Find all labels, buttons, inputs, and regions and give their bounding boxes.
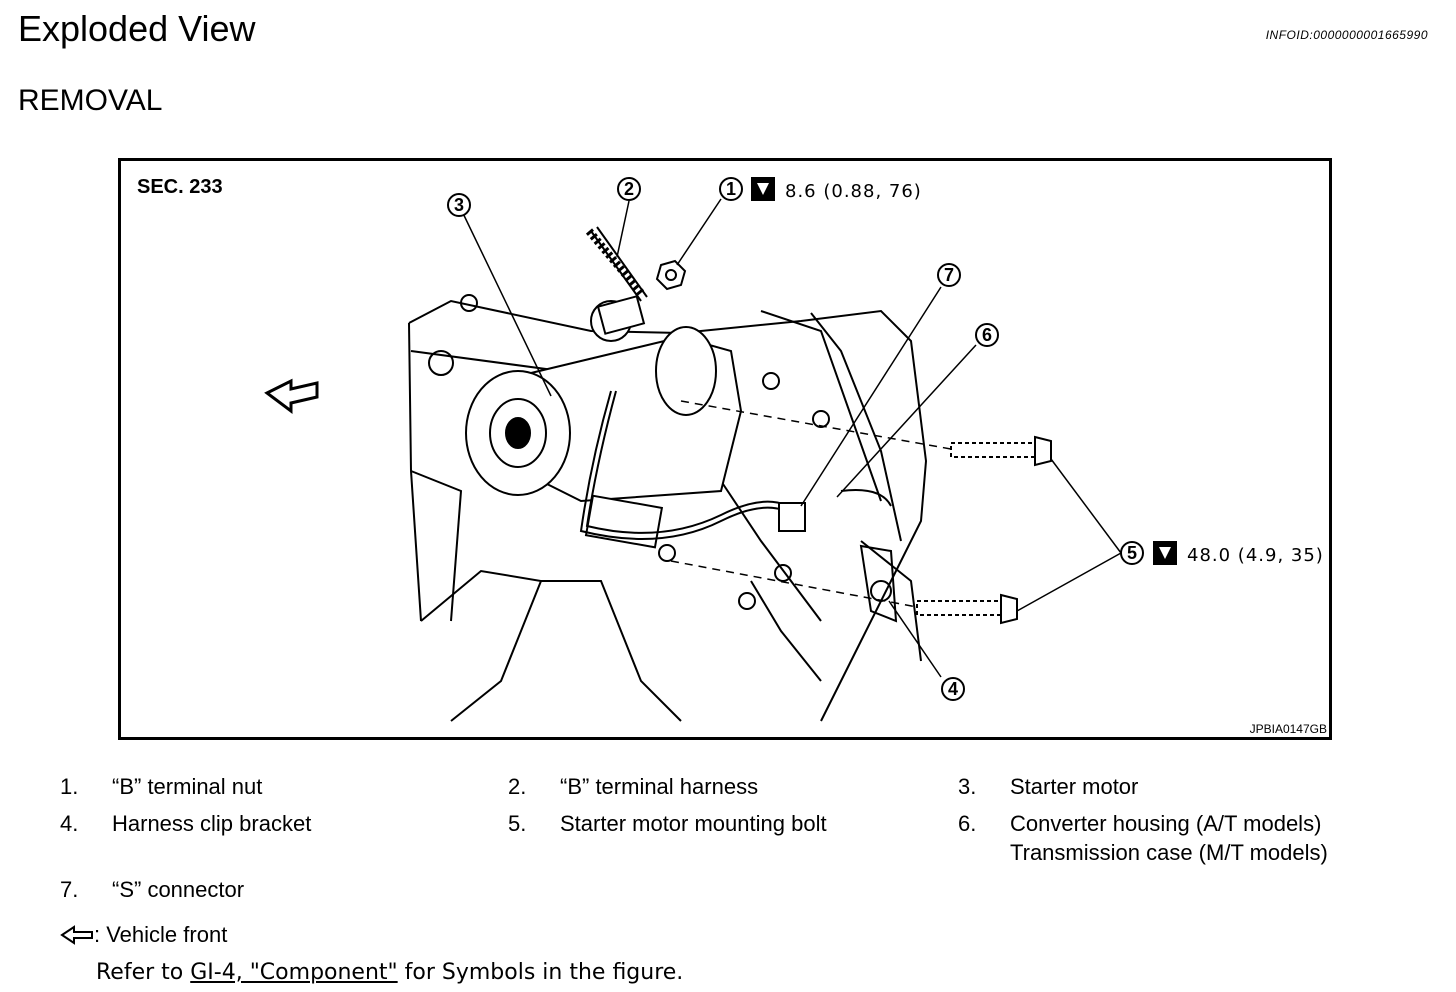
info-id: INFOID:0000000001665990 [1265, 28, 1428, 42]
callout-2: 2 [617, 177, 641, 201]
callout-4: 4 [941, 677, 965, 701]
sec-label: SEC. 233 [137, 176, 223, 198]
image-code: JPBIA0147GB [1250, 722, 1327, 736]
legend-label: Transmission case (M/T models) [1010, 840, 1328, 865]
torque-spec-5: 48.0 (4.9, 35) [1187, 545, 1324, 566]
torque-wrench-icon-1 [751, 177, 775, 201]
svg-text:3: 3 [454, 195, 464, 215]
wire-harness [579, 226, 892, 540]
legend-label: Starter motor mounting bolt [560, 811, 827, 836]
page-title: Exploded View [18, 8, 256, 49]
legend-num: 3. [958, 774, 977, 799]
b-terminal-harness-icon [585, 228, 645, 296]
vehicle-front-icon [60, 925, 93, 945]
legend-num: 5. [508, 811, 527, 836]
alignment-lines [670, 400, 952, 608]
legend-label: Harness clip bracket [112, 811, 312, 836]
exploded-view-figure: SEC. 233 JPBIA0147GB [118, 158, 1332, 740]
legend-num: 4. [60, 811, 79, 836]
callout-6: 6 [975, 323, 999, 347]
vehicle-front-arrow-icon [264, 378, 319, 414]
legend-num: 2. [508, 774, 527, 799]
callout-3: 3 [447, 193, 471, 217]
callouts: 1 2 3 4 5 6 7 [447, 177, 1144, 701]
vehicle-front-label: : Vehicle front [94, 922, 228, 947]
starter-motor-diagram: SEC. 233 JPBIA0147GB [137, 176, 1327, 736]
s-connector-icon [778, 502, 806, 532]
legend-num: 7. [60, 877, 79, 902]
starter-motor-body [465, 295, 743, 549]
leader-lines [458, 198, 1122, 678]
mounting-bolt-lower-icon [916, 593, 1018, 625]
refer-suffix: for Symbols in the figure. [397, 960, 684, 985]
callout-1: 1 [719, 177, 743, 201]
legend-label: Converter housing (A/T models) [1010, 811, 1322, 836]
torque-spec-1: 8.6 (0.88, 76) [785, 181, 922, 202]
callout-7: 7 [937, 263, 961, 287]
legend-num: 6. [958, 811, 977, 836]
svg-text:6: 6 [982, 325, 992, 345]
section-heading: REMOVAL [18, 84, 163, 117]
svg-text:1: 1 [726, 179, 736, 199]
svg-text:2: 2 [624, 179, 634, 199]
svg-text:4: 4 [948, 679, 958, 699]
legend-label: “B” terminal nut [112, 774, 263, 799]
legend-label: Starter motor [1010, 774, 1139, 799]
torque-wrench-icon-5 [1153, 541, 1177, 565]
svg-text:7: 7 [944, 265, 954, 285]
legend-num: 1. [60, 774, 79, 799]
refer-note: Refer to GI-4, "Component" for Symbols i… [96, 960, 683, 985]
engine-block-outline [408, 294, 928, 722]
refer-prefix: Refer to [96, 960, 191, 985]
mounting-bolt-upper-icon [950, 435, 1052, 467]
callout-5: 5 [1120, 541, 1144, 565]
b-terminal-nut-icon [655, 259, 687, 291]
legend-label: “S” connector [112, 877, 245, 902]
vehicle-front-legend: : Vehicle front [60, 922, 227, 948]
legend-label: “B” terminal harness [560, 774, 759, 799]
svg-text:5: 5 [1127, 543, 1137, 563]
component-link[interactable]: GI-4, "Component" [190, 960, 398, 985]
